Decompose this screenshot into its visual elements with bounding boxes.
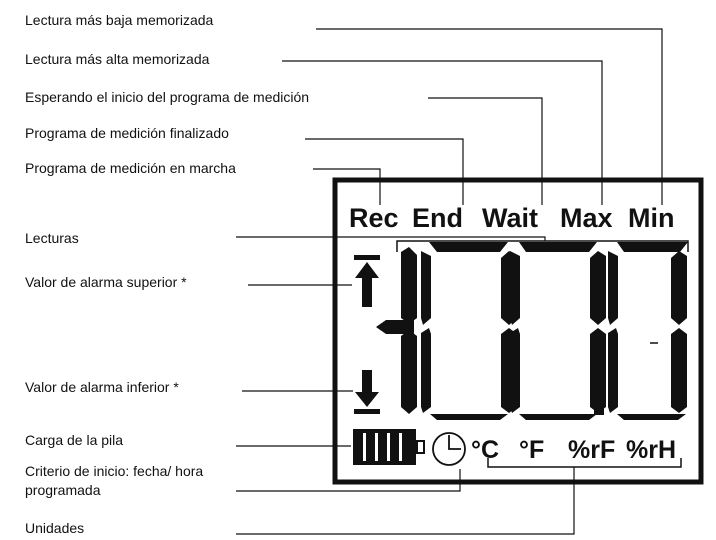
unit-rh: %rH [626,436,676,464]
label-battery: Carga de la pila [25,432,124,448]
status-min: Min [628,203,675,233]
battery-icon [353,429,425,465]
unit-rf: %rF [568,436,615,464]
unit-fahrenheit: °F [519,436,544,464]
label-start-criterion: Criterio de inicio: fecha/ hora programa… [25,463,204,498]
clock-icon [432,432,466,466]
label-lowest: Lectura más baja memorizada [25,12,214,28]
lcd-frame [332,177,704,485]
readings-bracket [396,240,689,252]
decimal-point [594,403,604,415]
digit-4 [608,242,688,420]
label-units: Unidades [25,520,85,536]
digit-3 [510,242,606,420]
label-highest: Lectura más alta memorizada [25,51,210,67]
units-bracket [487,458,682,468]
leader-lines [236,28,663,535]
digit-2 [421,242,517,420]
label-finished: Programa de medición finalizado [25,125,229,141]
label-alarm-upper: Valor de alarma superior * [25,274,187,290]
label-alarm-lower: Valor de alarma inferior * [25,379,179,395]
digit-1 [401,247,417,414]
unit-celsius: °C [471,436,499,464]
status-end: End [412,203,463,233]
status-wait: Wait [482,203,538,233]
label-readings: Lecturas [25,230,79,246]
label-running: Programa de medición en marcha [25,160,236,176]
status-max: Max [560,203,613,233]
alarm-upper-icon [354,255,380,307]
alarm-lower-icon [354,370,380,414]
status-rec: Rec [349,203,399,233]
label-waiting: Esperando el inicio del programa de medi… [25,89,310,105]
minus-segment [376,320,414,334]
